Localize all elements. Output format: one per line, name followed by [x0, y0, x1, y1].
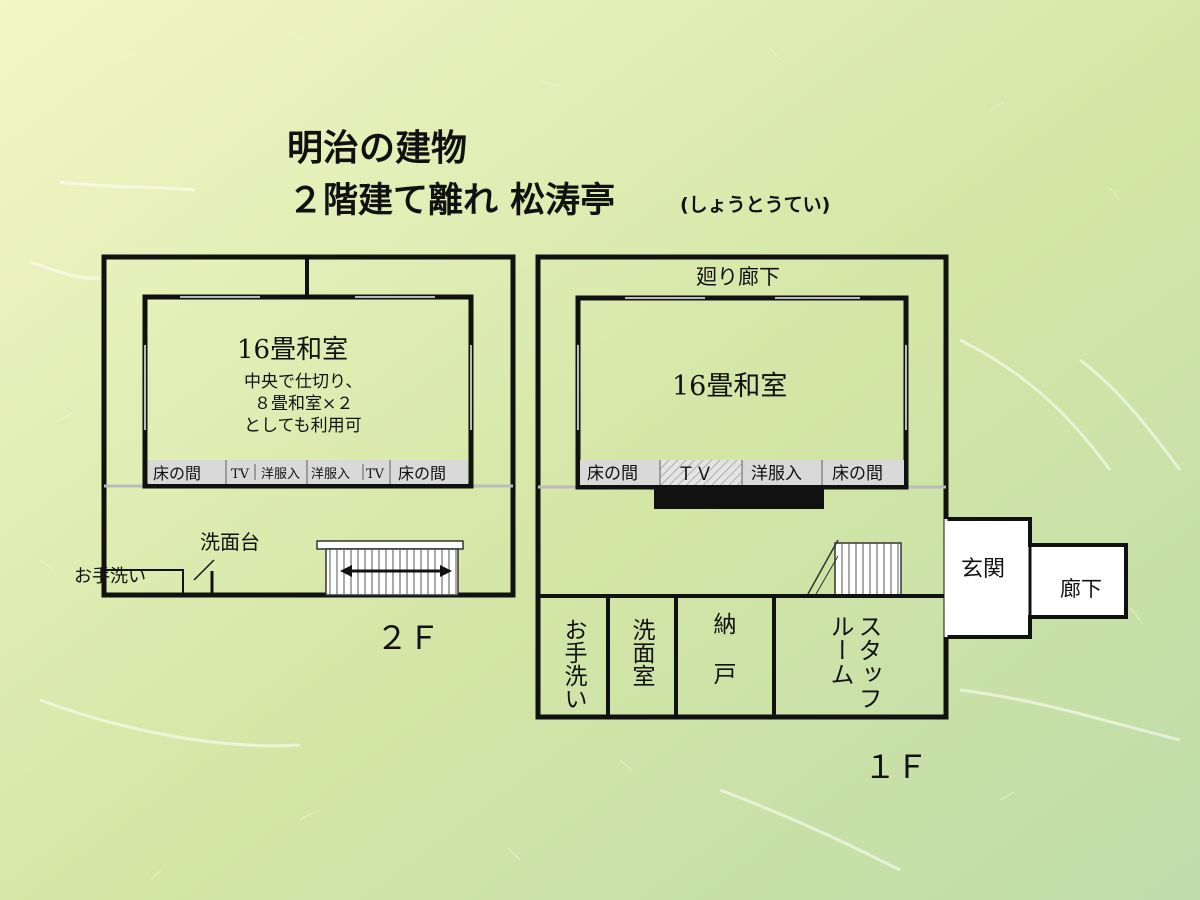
floor-2-room-name: 16畳和室 — [237, 335, 348, 365]
floor-1-strip-tokonoma-left: 床の間 — [587, 464, 638, 484]
floor-2-strip-tv-right: TV — [366, 467, 385, 482]
floor-1-label: １Ｆ — [864, 748, 928, 786]
floor-1-washroom-label: 洗面室 — [628, 618, 656, 687]
floor-2-toilet-walls — [104, 569, 184, 595]
floor-1-entrance — [946, 517, 1128, 639]
floor-2-strip-closet-right: 洋服入 — [311, 467, 350, 482]
floor-1-corridor-label: 廻り廊下 — [696, 265, 780, 289]
title-reading: (しょうとうてい) — [680, 194, 830, 216]
floor-1-strip-tv: ＴＶ — [677, 464, 713, 485]
floor-1-staircase — [807, 539, 902, 596]
floor-1-strip-tokonoma-right: 床の間 — [832, 464, 883, 484]
floor-2-room-note-1: 中央で仕切り、 — [244, 372, 362, 392]
floor-2-alcove-strip — [148, 460, 468, 484]
floor-1-plan: 廻り廊下 16畳和室 床の間 ＴＶ 洋服入 床の間 お手洗い 洗面室 納 戸 — [535, 254, 1128, 786]
floor-2-label: ２Ｆ — [376, 619, 440, 657]
floor-1-storage-label-1: 納 — [714, 612, 737, 638]
floor-2-strip-closet-left: 洋服入 — [261, 467, 300, 482]
floor-2-washbasin-pointer — [193, 559, 215, 581]
floor-2-room-note-3: としても利用可 — [244, 416, 362, 436]
floor-2-strip-tv-left: TV — [231, 467, 250, 482]
background-texture — [29, 180, 1182, 872]
title-line2: ２階建て離れ 松涛亭 — [288, 181, 615, 221]
floor-1-strip-closet: 洋服入 — [751, 464, 802, 484]
floor-2-room-note-2: ８畳和室×２ — [254, 394, 353, 414]
floor-2-washbasin-label: 洗面台 — [200, 530, 260, 554]
floor-1-storage-label-2: 戸 — [714, 662, 737, 688]
floor-2-strip-tokonoma-left: 床の間 — [153, 464, 201, 483]
floor-2-toilet-label: お手洗い — [74, 566, 146, 587]
floor-1-staff-room-label-1: スタッフ — [854, 614, 882, 710]
background-specks — [39, 29, 1141, 881]
floor-2-plan: 16畳和室 中央で仕切り、 ８畳和室×２ としても利用可 床の間 TV 洋服入 … — [74, 254, 516, 657]
floor-1-staff-room-label-2: ルーム — [826, 614, 854, 686]
floor-1-room-name: 16畳和室 — [672, 371, 787, 402]
floor-2-strip-tokonoma-right: 床の間 — [398, 464, 446, 483]
floor-2-staircase — [316, 540, 464, 596]
floor-1-hallway-label: 廊下 — [1060, 577, 1102, 601]
title-line1: 明治の建物 — [287, 128, 467, 169]
floor-1-entrance-label: 玄関 — [961, 557, 1005, 582]
floor-1-toilet-label: お手洗い — [560, 618, 588, 710]
floor-1-tv-cabinet — [654, 488, 824, 509]
floor-1-tv-hatch — [660, 460, 742, 485]
